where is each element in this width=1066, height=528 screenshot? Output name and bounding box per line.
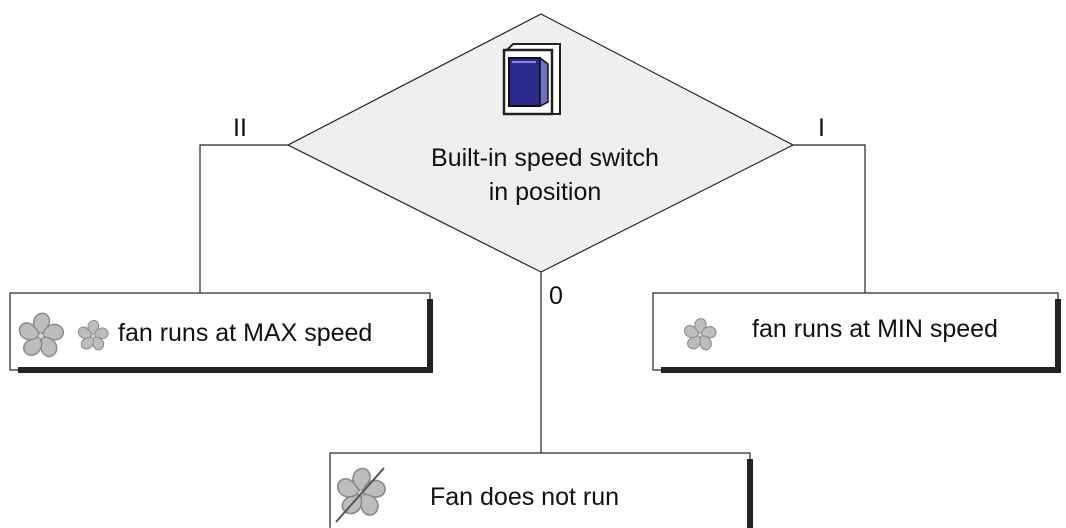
decision-question-line1: Built-in speed switch bbox=[431, 144, 659, 172]
branch-label-left: II bbox=[233, 114, 247, 142]
rocker-switch-icon bbox=[502, 43, 561, 116]
outcome-off-text: Fan does not run bbox=[430, 483, 619, 511]
decision-question-line2: in position bbox=[489, 178, 602, 206]
connector-right bbox=[793, 144, 866, 293]
outcome-min-speed-box: fan runs at MIN speed bbox=[652, 292, 1061, 373]
branch-label-bottom: 0 bbox=[549, 282, 563, 310]
outcome-off-box: Fan does not run bbox=[329, 452, 753, 528]
connector-lines bbox=[199, 144, 866, 453]
connector-left bbox=[199, 144, 288, 293]
branch-label-right: I bbox=[818, 114, 825, 142]
outcome-min-speed-text: fan runs at MIN speed bbox=[752, 315, 998, 343]
decision-diamond bbox=[286, 13, 795, 273]
outcome-max-speed-box: fan runs at MAX speed bbox=[9, 292, 433, 373]
outcome-max-speed-text: fan runs at MAX speed bbox=[118, 319, 372, 347]
